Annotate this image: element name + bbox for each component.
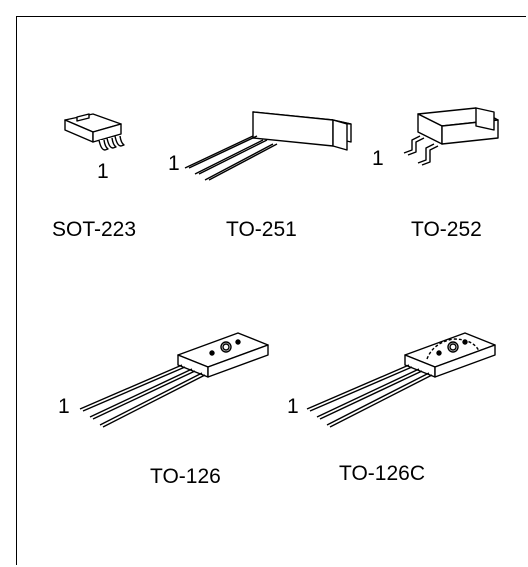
diagram-frame (16, 16, 526, 565)
package-label-to-126: TO-126 (150, 465, 221, 488)
package-label-sot-223: SOT-223 (52, 218, 137, 241)
package-label-to-251: TO-251 (226, 218, 297, 241)
to-252-pin1-label: 1 (372, 147, 384, 170)
package-label-to-252: TO-252 (411, 218, 482, 241)
to-126c-package-icon (306, 332, 496, 428)
to-252-package-icon (403, 107, 499, 166)
to-126-package-icon (79, 332, 269, 428)
sot-223-package-icon (64, 113, 125, 151)
to-251-pin1-label: 1 (168, 152, 180, 175)
package-label-to-126c: TO-126C (339, 462, 425, 485)
sot-223-pin1-label: 1 (97, 160, 109, 183)
to-251-package-icon (184, 111, 352, 181)
to-126c-pin1-label: 1 (287, 395, 299, 418)
to-126-pin1-label: 1 (58, 395, 70, 418)
